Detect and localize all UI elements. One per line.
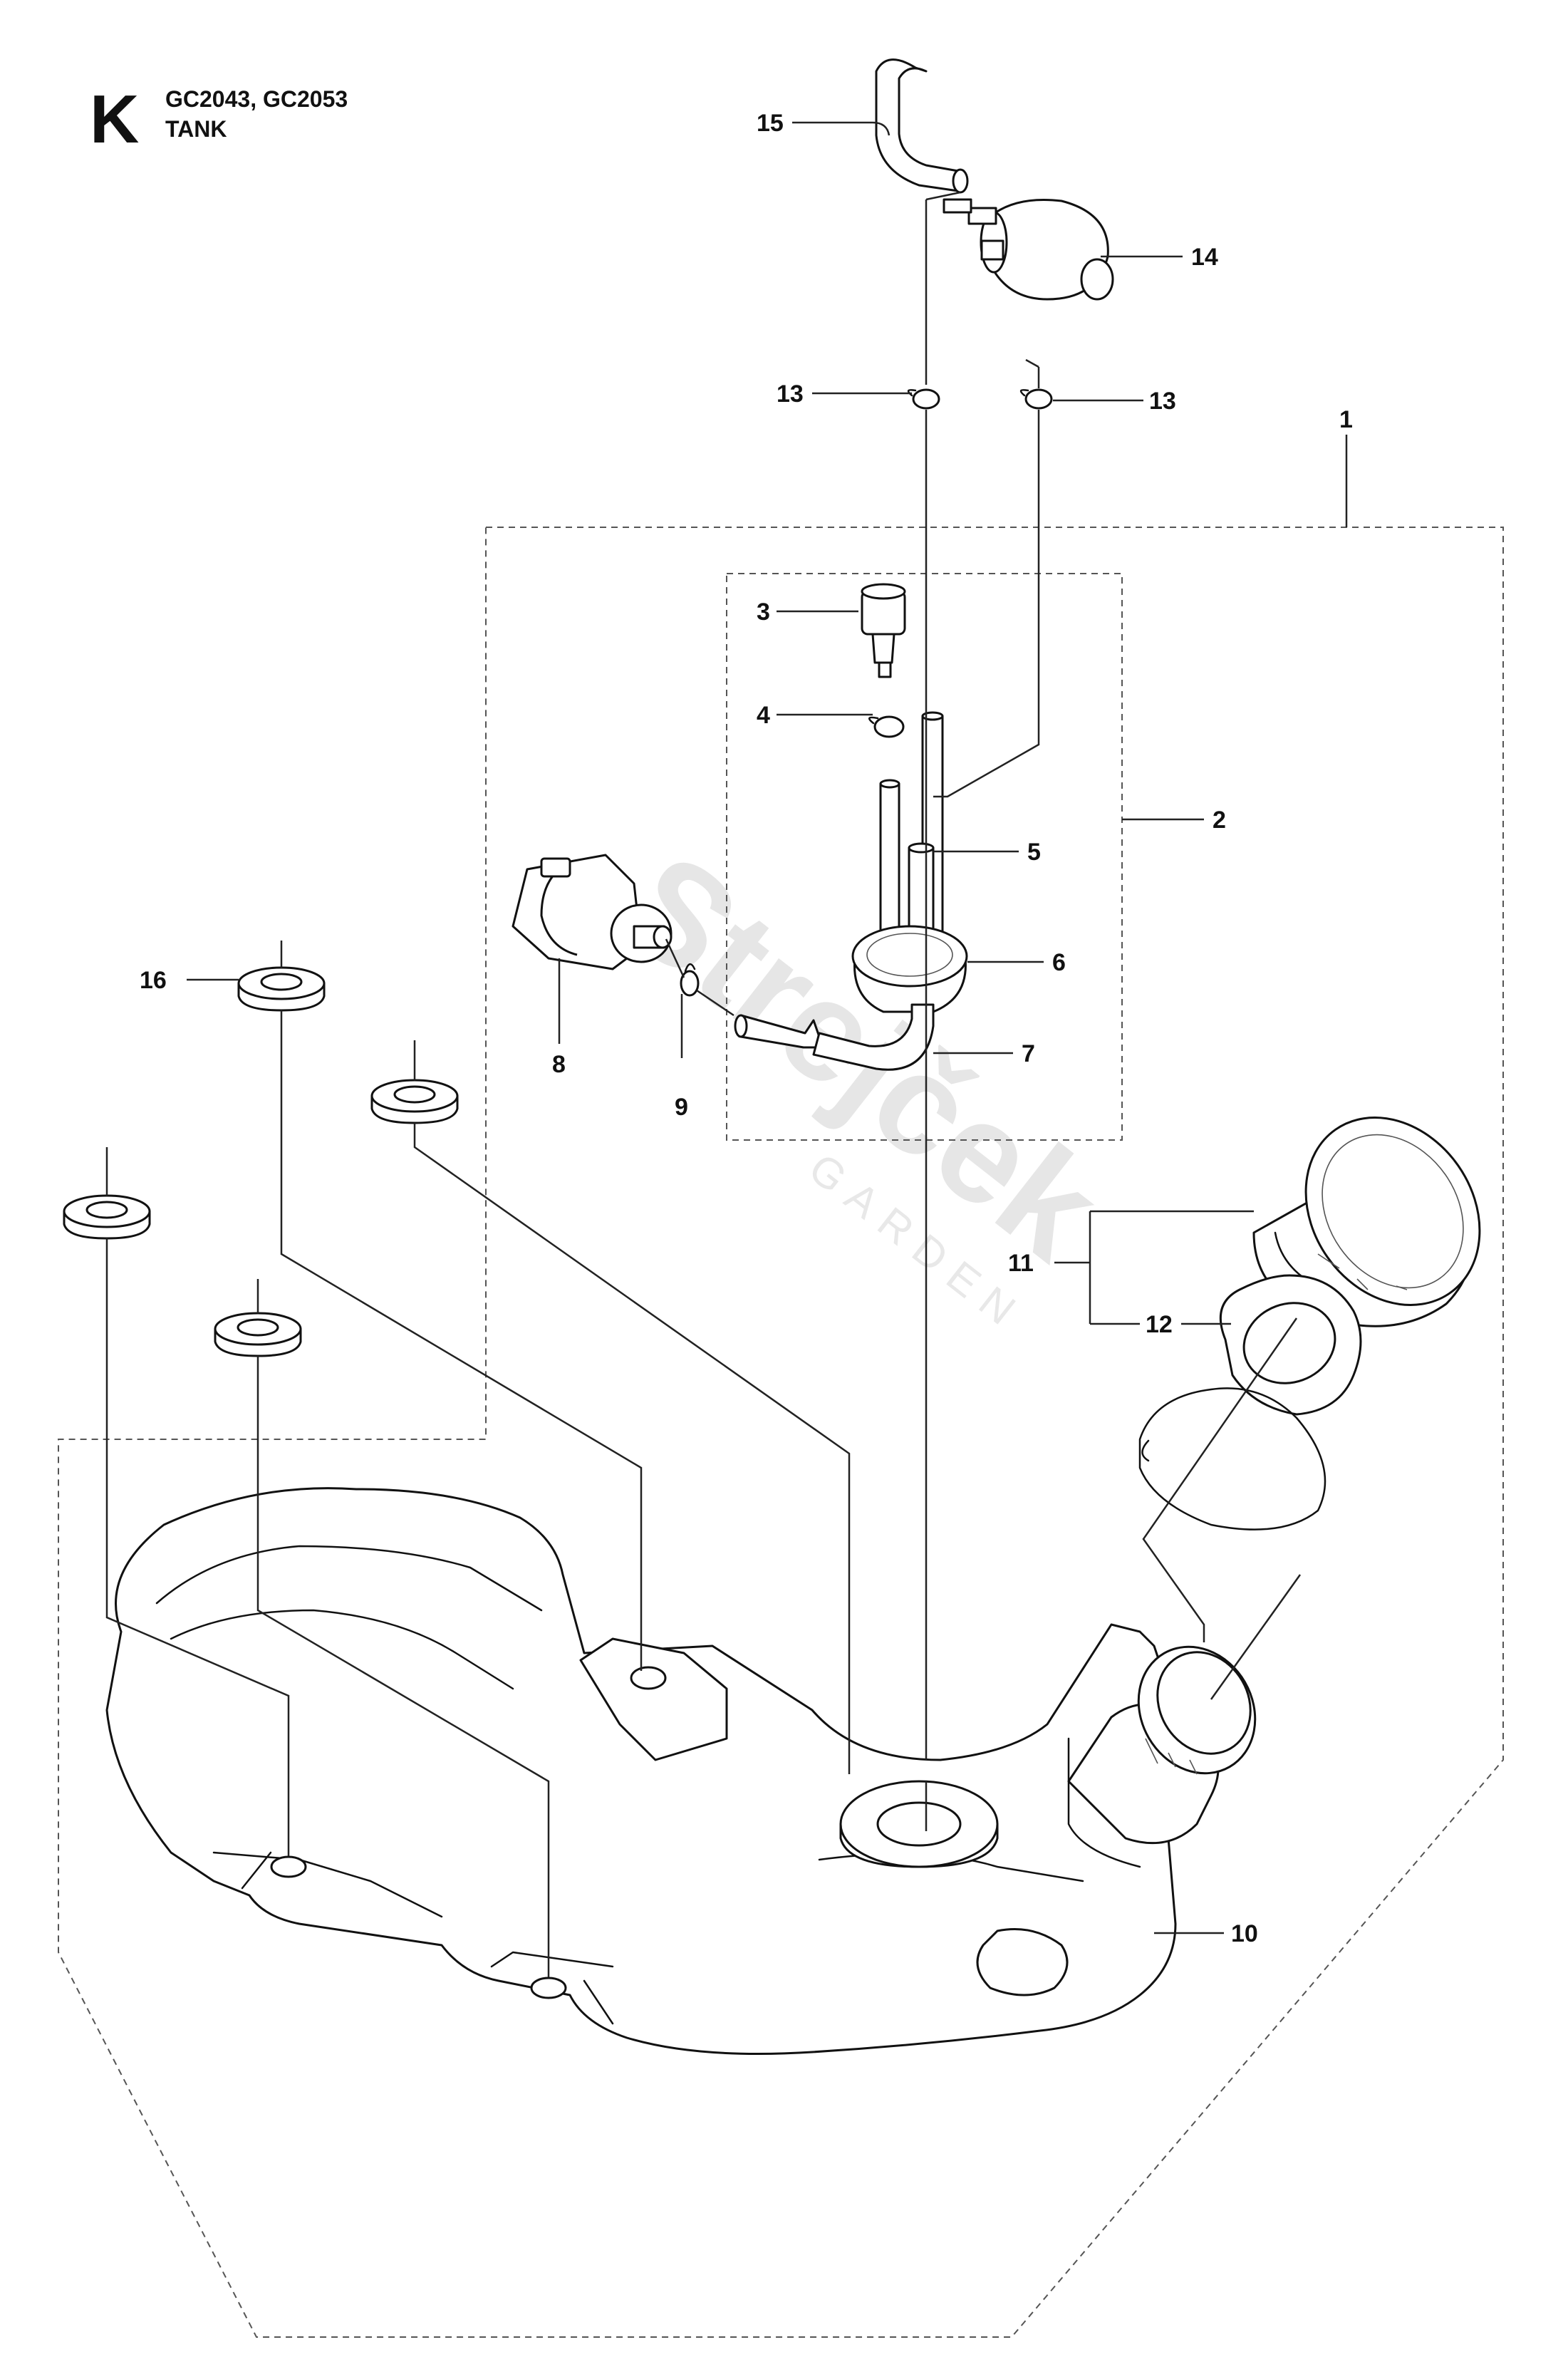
callout-5: 5 <box>1027 839 1041 866</box>
rubber-mount-4 <box>214 1312 302 1357</box>
callout-15: 15 <box>757 110 784 137</box>
assembly-boundary-1 <box>58 527 1504 2338</box>
callout-10: 10 <box>1231 1920 1258 1947</box>
callout-13-right: 13 <box>1149 388 1176 415</box>
rubber-mount-2 <box>370 1079 459 1124</box>
model-numbers: GC2043, GC2053 <box>165 86 348 112</box>
callout-8: 8 <box>552 1051 566 1078</box>
callout-11: 11 <box>1008 1250 1034 1277</box>
callout-labels: 15 14 13 13 1 3 4 2 5 6 16 7 8 9 11 12 1… <box>140 110 1353 1947</box>
fuel-filter-part <box>861 583 906 678</box>
rubber-mount-3 <box>63 1194 151 1240</box>
page-title: TANK <box>165 116 227 142</box>
callout-6: 6 <box>1052 949 1066 976</box>
hose-clamp-left <box>907 388 940 410</box>
callout-2: 2 <box>1213 807 1226 834</box>
callout-7: 7 <box>1022 1040 1035 1067</box>
fuel-tubes-part <box>879 711 944 946</box>
callout-16: 16 <box>140 967 167 994</box>
callout-4: 4 <box>757 702 770 729</box>
cap-seal-part <box>1138 1274 1362 1530</box>
assembly-lines <box>105 121 1348 1977</box>
callout-14: 14 <box>1191 244 1218 271</box>
pump-unit-part <box>512 854 673 970</box>
clamp-9-part <box>680 963 700 997</box>
clamp-4-part <box>868 715 905 738</box>
primer-bulb-part <box>943 198 1114 301</box>
callout-13-left: 13 <box>777 380 804 408</box>
callout-1: 1 <box>1339 406 1353 433</box>
assembly-boundary-2 <box>726 573 1123 1141</box>
section-letter: K <box>90 81 139 157</box>
watermark: Strejček GARDEN <box>593 823 1128 1342</box>
fuel-hose-part <box>734 1003 935 1071</box>
fuel-tank-part <box>105 1487 1257 2055</box>
rubber-mount-1 <box>237 966 326 1012</box>
hose-clamp-right <box>1019 388 1053 410</box>
grommet-part <box>851 925 968 1013</box>
callout-9: 9 <box>675 1094 688 1121</box>
callout-12: 12 <box>1146 1311 1173 1338</box>
callout-3: 3 <box>757 599 770 626</box>
return-hose-part <box>875 58 969 194</box>
